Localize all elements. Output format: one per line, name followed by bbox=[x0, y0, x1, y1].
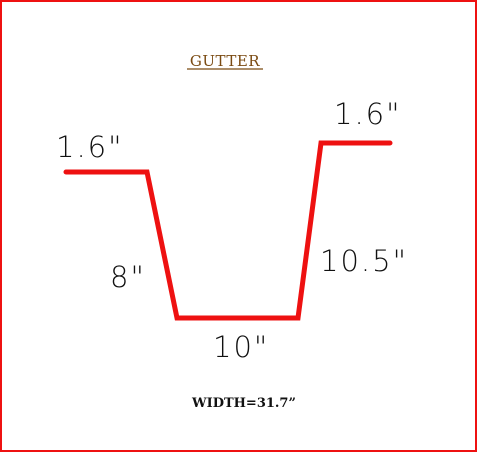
right-side-label: 10.5" bbox=[320, 244, 408, 278]
left-flange-label: 1.6" bbox=[56, 130, 123, 164]
left-side-label: 8" bbox=[110, 260, 146, 294]
diagram-title: GUTTER bbox=[190, 52, 260, 70]
gutter-profile-line bbox=[63, 140, 393, 321]
right-flange-label: 1.6" bbox=[334, 97, 401, 131]
bottom-label: 10" bbox=[213, 330, 269, 364]
width-label: WIDTH=31.7” bbox=[191, 396, 296, 411]
